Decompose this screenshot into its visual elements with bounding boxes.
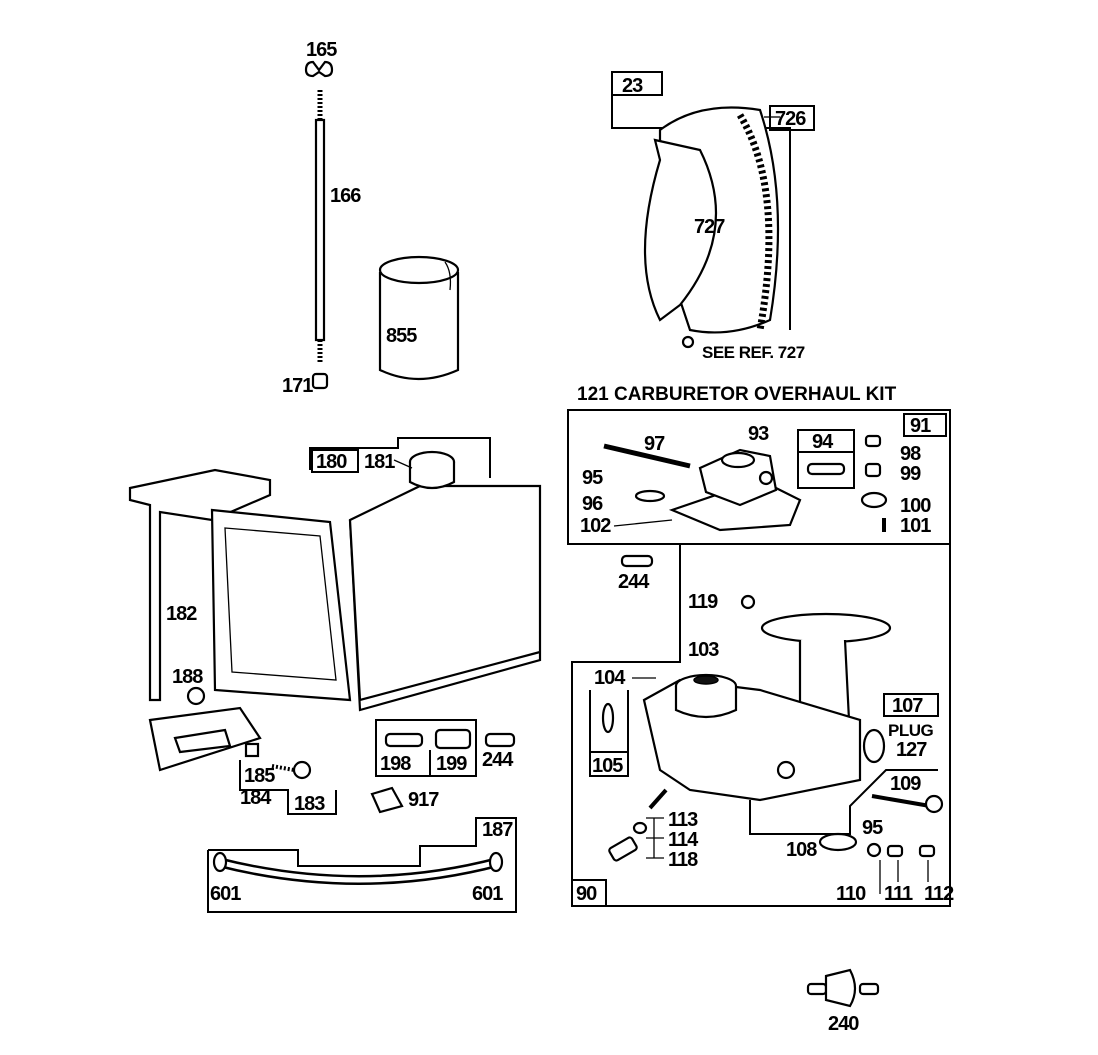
label-94: 94 bbox=[812, 431, 834, 453]
label-95-top: 95 bbox=[582, 467, 603, 489]
fuel-line-hose bbox=[212, 851, 504, 885]
label-105: 105 bbox=[592, 755, 623, 777]
fuel-filter-240 bbox=[806, 968, 880, 1008]
label-855: 855 bbox=[386, 325, 417, 347]
label-198: 198 bbox=[380, 753, 411, 775]
label-601-right: 601 bbox=[472, 883, 503, 905]
carb-lower-body bbox=[642, 612, 892, 802]
label-98: 98 bbox=[900, 443, 921, 465]
label-114: 114 bbox=[668, 829, 699, 851]
label-112: 112 bbox=[924, 883, 954, 905]
carb-upper-body bbox=[603, 443, 802, 532]
rod-assembly bbox=[304, 60, 334, 390]
label-108: 108 bbox=[786, 839, 817, 861]
label-726: 726 bbox=[775, 108, 806, 130]
label-185: 185 bbox=[244, 765, 275, 787]
kit-title: 121 CARBURETOR OVERHAUL KIT bbox=[577, 384, 897, 405]
label-99: 99 bbox=[900, 463, 921, 485]
tank-frame bbox=[128, 468, 352, 772]
label-plug: PLUG bbox=[888, 721, 934, 740]
label-182: 182 bbox=[166, 603, 197, 625]
label-101: 101 bbox=[900, 515, 931, 537]
label-127: 127 bbox=[896, 739, 927, 761]
label-244-right: 244 bbox=[618, 571, 650, 593]
fittings bbox=[384, 728, 516, 750]
label-187: 187 bbox=[482, 819, 513, 841]
label-727: 727 bbox=[694, 216, 725, 238]
label-917: 917 bbox=[408, 789, 439, 811]
label-107: 107 bbox=[892, 695, 923, 717]
label-188: 188 bbox=[172, 666, 203, 688]
label-95-bottom: 95 bbox=[862, 817, 883, 839]
brake-assembly-23 bbox=[611, 71, 791, 349]
label-119: 119 bbox=[688, 591, 718, 613]
note-see-ref-727: SEE REF. 727 bbox=[702, 343, 805, 362]
label-165: 165 bbox=[306, 39, 337, 61]
label-23: 23 bbox=[622, 75, 643, 97]
label-109: 109 bbox=[890, 773, 921, 795]
fuel-tank bbox=[309, 437, 542, 712]
label-111: 111 bbox=[884, 883, 913, 905]
label-90: 90 bbox=[576, 883, 597, 905]
label-171: 171 bbox=[282, 375, 313, 397]
label-102: 102 bbox=[580, 515, 611, 537]
label-110: 110 bbox=[836, 883, 866, 905]
label-104: 104 bbox=[594, 667, 626, 689]
label-100: 100 bbox=[900, 495, 931, 517]
label-91: 91 bbox=[910, 415, 931, 437]
label-601-left: 601 bbox=[210, 883, 241, 905]
label-199: 199 bbox=[436, 753, 467, 775]
label-184: 184 bbox=[240, 787, 272, 809]
label-103: 103 bbox=[688, 639, 719, 661]
label-118: 118 bbox=[668, 849, 698, 871]
label-96: 96 bbox=[582, 493, 603, 515]
label-166: 166 bbox=[330, 185, 361, 207]
label-181: 181 bbox=[364, 451, 395, 473]
label-93: 93 bbox=[748, 423, 769, 445]
label-97: 97 bbox=[644, 433, 665, 455]
label-180: 180 bbox=[316, 451, 347, 473]
label-240: 240 bbox=[828, 1013, 859, 1035]
label-244-left: 244 bbox=[482, 749, 514, 771]
sleeve-855 bbox=[378, 255, 460, 381]
label-183: 183 bbox=[294, 793, 325, 815]
label-113: 113 bbox=[668, 809, 698, 831]
